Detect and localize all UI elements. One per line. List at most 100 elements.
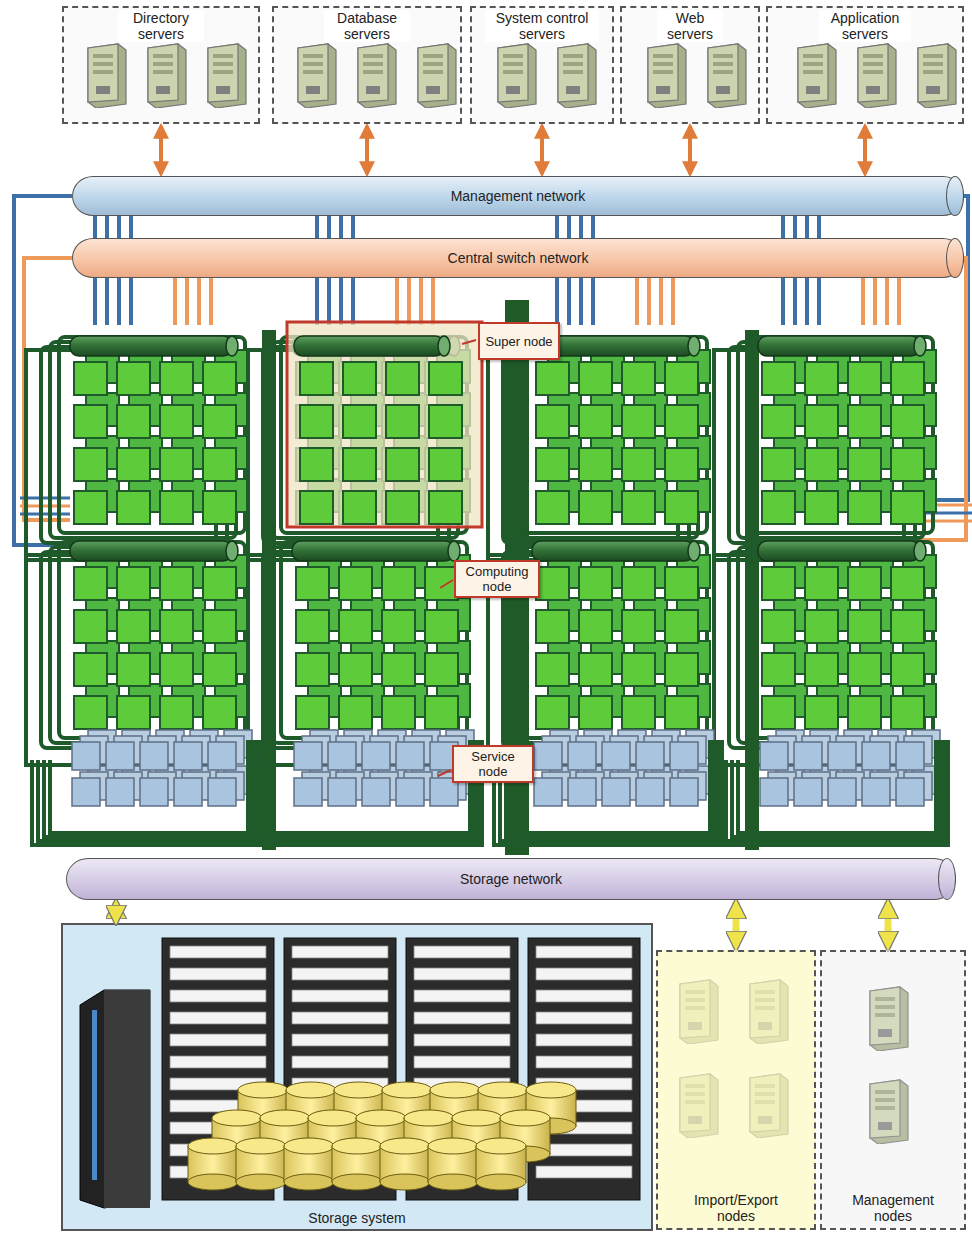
service-node-square: [106, 742, 134, 770]
stack-frame: [512, 740, 710, 833]
computing-node-square: [343, 448, 376, 481]
service-node-square: [670, 742, 698, 770]
band-end-cap: [946, 176, 964, 216]
computing-node-square: [386, 448, 419, 481]
server-group: Application servers: [766, 6, 964, 124]
computing-node-square: [762, 696, 795, 729]
computing-node-square: [579, 448, 612, 481]
disk-bottom: [332, 1174, 382, 1190]
computing-node-square: [848, 696, 881, 729]
group-heading: Management nodes: [845, 1192, 941, 1224]
computing-node-square: [622, 405, 655, 438]
service-node-square: [568, 742, 596, 770]
service-node-square: [174, 742, 202, 770]
supernode-bus: [294, 336, 444, 356]
disk-top: [334, 1082, 384, 1098]
computing-node-square: [339, 567, 372, 600]
computing-node-square: [536, 610, 569, 643]
leader-line: [440, 580, 453, 588]
computing-node-square: [160, 405, 193, 438]
computing-node-square: [536, 405, 569, 438]
rack-shelf: [414, 990, 510, 1002]
leader-line: [438, 770, 451, 776]
disk-bottom: [380, 1174, 430, 1190]
computing-node-square: [386, 362, 419, 395]
computing-node-square: [203, 696, 236, 729]
computing-node-square: [762, 362, 795, 395]
computing-node-square: [665, 567, 698, 600]
computing-node-square: [117, 405, 150, 438]
rack-shelf: [292, 990, 388, 1002]
computing-node-square: [622, 653, 655, 686]
stack-frame: [26, 350, 216, 560]
computing-node-square: [665, 362, 698, 395]
computing-node-square: [536, 491, 569, 524]
switch-cable: [647, 276, 651, 325]
rack-shelf: [292, 968, 388, 980]
group-heading: Directory servers: [118, 10, 204, 42]
disk-top: [260, 1110, 310, 1126]
stack-frame: [281, 542, 467, 738]
management-link: [159, 126, 163, 174]
computing-node-square: [891, 362, 924, 395]
rack-shelf: [536, 1012, 632, 1024]
management-link: [365, 126, 369, 174]
computing-node-square: [848, 653, 881, 686]
switch-cable: [173, 276, 177, 325]
computing-node-square: [665, 696, 698, 729]
disk-top: [212, 1110, 262, 1126]
rack-shelf: [536, 968, 632, 980]
computing-node-square: [665, 405, 698, 438]
computing-node-square: [848, 491, 881, 524]
service-node-square: [760, 778, 788, 806]
bus-cap: [914, 336, 926, 356]
rack-shelf: [170, 946, 266, 958]
switch-cable: [407, 276, 411, 325]
bus-cap: [688, 541, 700, 561]
network-label: Central switch network: [448, 250, 589, 266]
computing-node-square: [579, 696, 612, 729]
computing-node-square: [343, 405, 376, 438]
server-group: Database servers: [272, 6, 462, 124]
rack-shelf: [292, 946, 388, 958]
disk-top: [356, 1110, 406, 1126]
rack-shelf: [170, 1056, 266, 1068]
computing-node-square: [805, 653, 838, 686]
computing-node-square: [762, 567, 795, 600]
disk-top: [452, 1110, 502, 1126]
service-node-square: [208, 778, 236, 806]
disk-top: [428, 1138, 478, 1154]
server-group: Web servers: [620, 6, 760, 124]
computing-node-square: [296, 696, 329, 729]
computing-node-square: [160, 653, 193, 686]
stack-frame: [50, 342, 236, 538]
storage-ground: [62, 924, 652, 1230]
computing-node-square: [805, 448, 838, 481]
computing-node-square: [160, 491, 193, 524]
computing-node-square: [579, 405, 612, 438]
stack-frame: [729, 347, 915, 543]
computing-node-square: [382, 696, 415, 729]
group-heading: Web servers: [657, 10, 723, 42]
computing-node-square: [536, 448, 569, 481]
computing-node-square: [300, 448, 333, 481]
disk-top: [332, 1138, 382, 1154]
computing-node-square: [425, 696, 458, 729]
computing-node-square: [622, 491, 655, 524]
computing-node-square: [160, 362, 193, 395]
service-node-square: [208, 742, 236, 770]
disk-top: [284, 1138, 334, 1154]
disk-bottom: [428, 1174, 478, 1190]
computing-node-square: [805, 362, 838, 395]
disk-top: [188, 1138, 238, 1154]
server-group: Directory servers: [62, 6, 260, 124]
computing-node-square: [386, 405, 419, 438]
service-node-square: [670, 778, 698, 806]
rack-shelf: [414, 968, 510, 980]
disk-top: [236, 1138, 286, 1154]
supernode-bus: [292, 336, 454, 356]
rack-shelf: [170, 968, 266, 980]
computing-node-square: [382, 610, 415, 643]
service-node-square: [174, 778, 202, 806]
stack-frame: [738, 547, 924, 743]
